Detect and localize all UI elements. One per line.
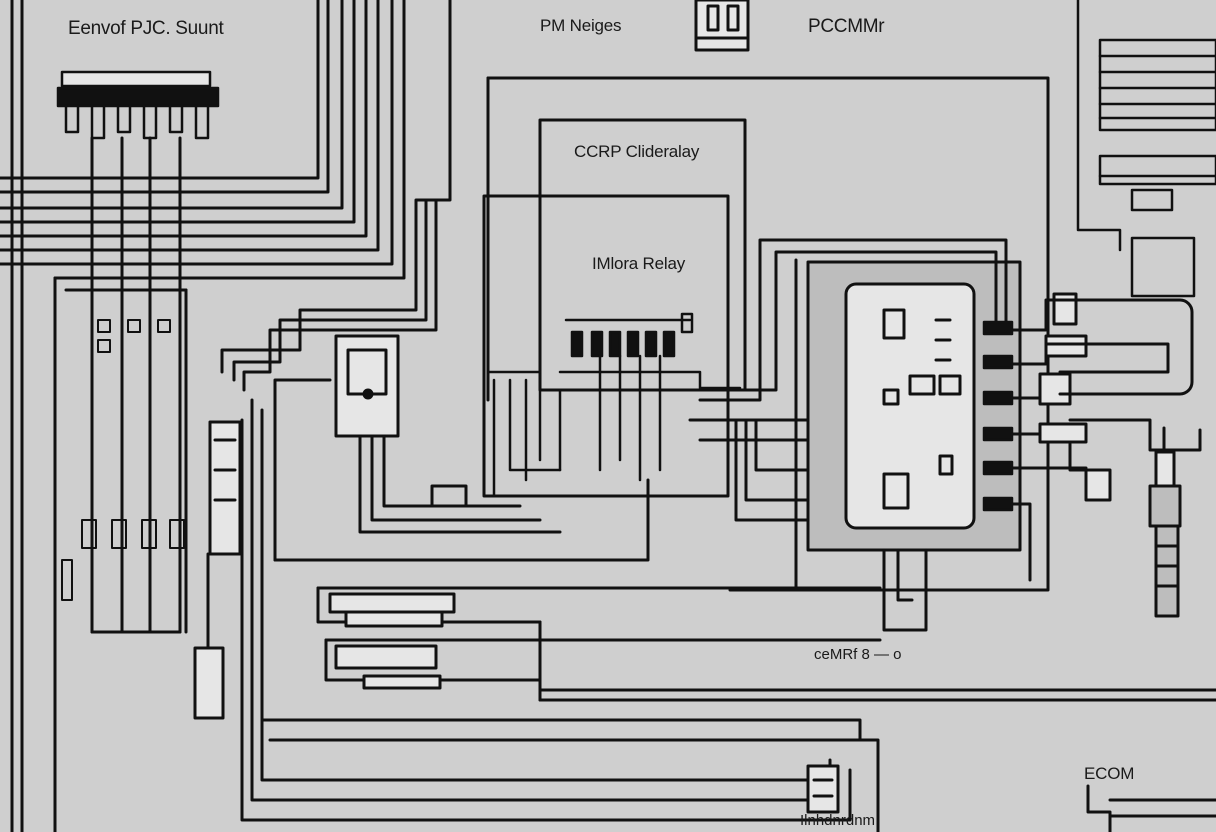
top-left-title: Eenvof PJC. Suunt bbox=[68, 18, 224, 39]
terminal-markers bbox=[61, 319, 185, 601]
bottom-mid-label: ceMRf 8 — o bbox=[814, 646, 902, 663]
top-left-connector bbox=[56, 70, 220, 140]
top-device bbox=[694, 0, 750, 52]
lower-connectors bbox=[316, 586, 1216, 702]
routed-wires bbox=[220, 0, 880, 832]
right-device-cluster bbox=[1010, 292, 1202, 618]
central-frames bbox=[482, 76, 1050, 592]
module-input-wires bbox=[688, 238, 1008, 632]
motor-relay-label: IMlora Relay bbox=[592, 254, 686, 273]
bottom-caption: Ilnhdnrdnm bbox=[800, 812, 876, 829]
ecom-label: ECOM bbox=[1084, 764, 1135, 783]
controller-module bbox=[806, 260, 1022, 552]
terminal-wires bbox=[64, 136, 188, 634]
meter-box bbox=[334, 334, 562, 534]
left-frame-lines bbox=[10, 0, 24, 832]
bottom-connector bbox=[806, 764, 1216, 832]
relay-box-title: CCRP Clideralay bbox=[574, 142, 700, 161]
fuse-column bbox=[193, 420, 242, 720]
top-right-panel bbox=[1076, 0, 1216, 298]
top-right-title: PCCMMr bbox=[808, 16, 885, 37]
top-mid-title: PM Neiges bbox=[540, 16, 622, 35]
relay-pin-row bbox=[486, 312, 742, 498]
